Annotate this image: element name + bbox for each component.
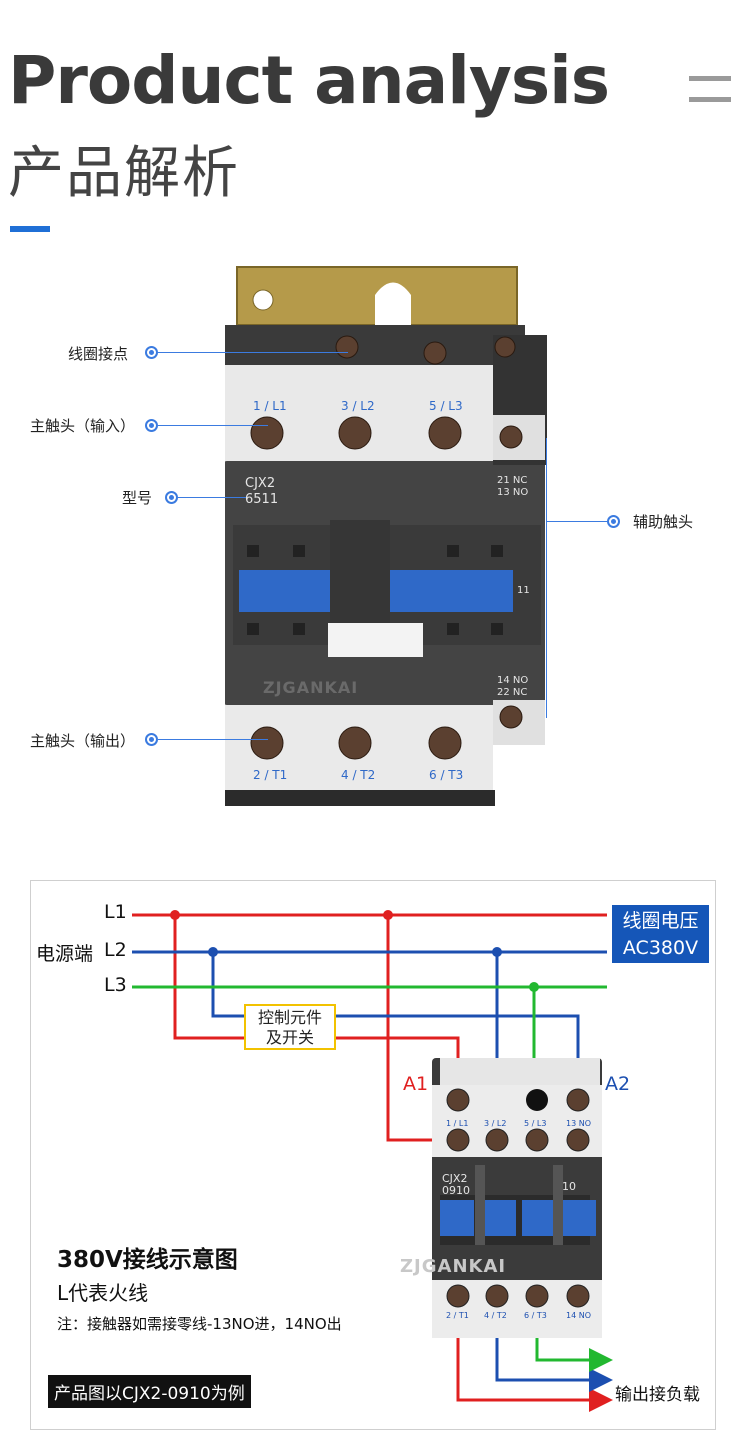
callout-main-input-dot[interactable] [145, 419, 158, 432]
photo-terminal-t1: 2 / T1 [253, 768, 287, 782]
photo-brand-watermark: ZJGANKAI [263, 678, 358, 697]
diagram-terminal-13no: 13 NO [566, 1119, 591, 1128]
callout-coil-contact-dot[interactable] [145, 346, 158, 359]
callout-aux-contact-dot[interactable] [607, 515, 620, 528]
callout-main-input-line [158, 425, 268, 426]
diagram-title: 380V接线示意图 [57, 1247, 238, 1273]
power-source-label: 电源端 [36, 943, 94, 965]
terminal-a1-label: A1 [403, 1073, 429, 1095]
diagram-note: 注：接触器如需接零线-13NO进，14NO出 [57, 1315, 342, 1333]
callout-model-label: 型号 [122, 489, 153, 507]
control-switch-line2: 及开关 [265, 1028, 314, 1047]
callout-main-output-line [158, 739, 268, 740]
line-l1-label: L1 [104, 901, 127, 923]
callout-main-output-label: 主触头（输出） [30, 732, 136, 750]
photo-aux-21nc: 21 NC [497, 475, 527, 486]
title-accent-bar [10, 226, 50, 232]
diagram-model-line2: 0910 [442, 1184, 470, 1197]
callout-aux-contact-label: 辅助触头 [633, 513, 694, 531]
control-switch-line1: 控制元件 [257, 1008, 322, 1027]
line-l3-label: L3 [104, 974, 127, 996]
diagram-terminal-l2: 3 / L2 [484, 1119, 506, 1128]
photo-terminal-t2: 4 / T2 [341, 768, 375, 782]
diagram-terminal-14no: 14 NO [566, 1311, 591, 1320]
photo-model-line1: CJX2 [245, 476, 275, 491]
diagram-terminal-l3: 5 / L3 [524, 1119, 546, 1128]
line-l2-label: L2 [104, 939, 127, 961]
photo-aux-13no: 13 NO [497, 487, 528, 498]
coil-voltage-title: 线圈电压 [622, 910, 699, 932]
photo-terminal-l3: 5 / L3 [429, 399, 463, 413]
coil-voltage-value: AC380V [622, 937, 699, 959]
menu-icon[interactable] [689, 76, 731, 102]
photo-terminal-l1: 1 / L1 [253, 399, 287, 413]
callout-coil-contact-label: 线圈接点 [68, 345, 129, 363]
callout-aux-contact-line [546, 521, 607, 522]
photo-terminal-t3: 6 / T3 [429, 768, 463, 782]
callout-main-input-label: 主触头（输入） [30, 417, 136, 435]
diagram-terminal-t1: 2 / T1 [446, 1311, 469, 1320]
diagram-model-line1: CJX2 [442, 1172, 467, 1185]
diagram-brand-watermark: ZJGANKAI [400, 1256, 506, 1277]
diagram-terminal-t3: 6 / T3 [524, 1311, 547, 1320]
photo-aux-11: 11 [517, 585, 530, 596]
callout-model-dot[interactable] [165, 491, 178, 504]
callout-model-line [178, 497, 246, 498]
callout-main-output-dot[interactable] [145, 733, 158, 746]
page-title-english: Product analysis [8, 42, 610, 119]
example-badge: 产品图以CJX2-0910为例 [48, 1375, 251, 1408]
photo-terminal-l2: 3 / L2 [341, 399, 375, 413]
page-title-chinese: 产品解析 [8, 141, 240, 206]
diagram-terminal-t2: 4 / T2 [484, 1311, 507, 1320]
output-load-label: 输出接负载 [615, 1385, 700, 1405]
photo-model-line2: 6511 [245, 492, 278, 507]
diagram-subtitle: L代表火线 [57, 1281, 149, 1305]
callout-coil-contact-line [158, 352, 348, 353]
coil-voltage-box: 线圈电压 AC380V [612, 905, 709, 963]
control-switch-box: 控制元件 及开关 [244, 1004, 336, 1050]
diagram-aux-10: 10 [562, 1180, 576, 1193]
diagram-terminal-l1: 1 / L1 [446, 1119, 468, 1128]
callout-aux-contact-bracket [546, 438, 547, 718]
photo-aux-14no: 14 NO [497, 675, 528, 686]
contactor-product-photo: 1 / L1 3 / L2 5 / L3 2 / T1 4 / T2 6 / T… [225, 266, 547, 806]
terminal-a2-label: A2 [605, 1073, 631, 1095]
photo-aux-22nc: 22 NC [497, 687, 527, 698]
